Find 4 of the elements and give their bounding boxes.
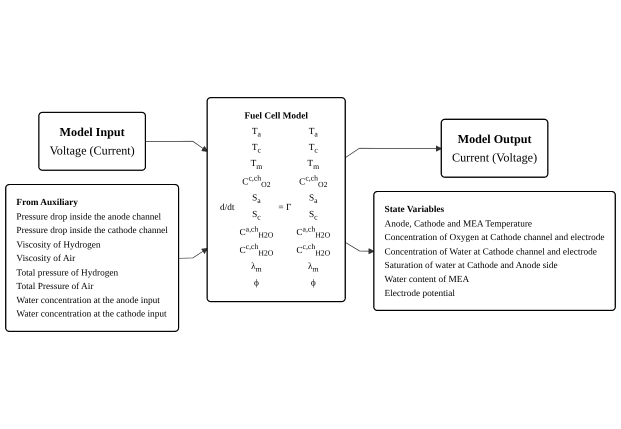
arrow <box>145 140 208 152</box>
arrow <box>345 145 442 158</box>
arrow <box>345 242 374 254</box>
arrow <box>178 248 208 259</box>
